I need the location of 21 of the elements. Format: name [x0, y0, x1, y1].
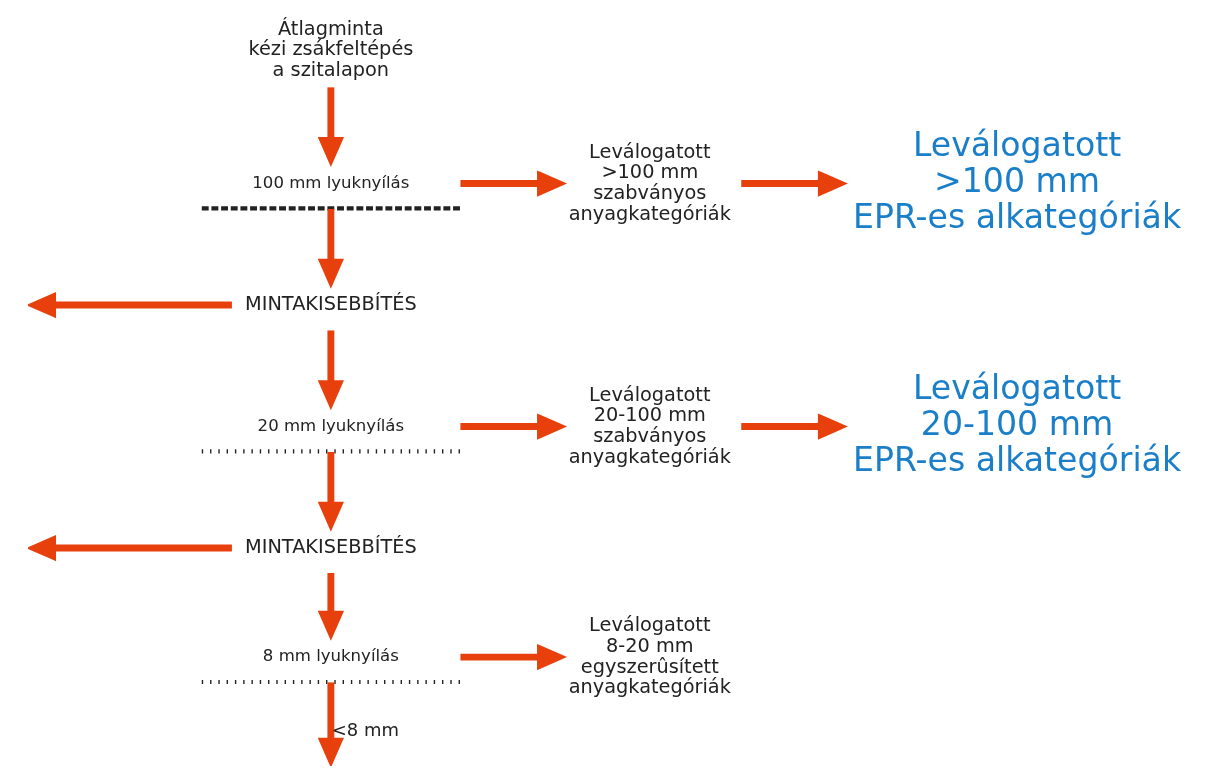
arrow [459, 413, 567, 440]
node-text: Leválogatott 8-20 mm egyszerûsített anyagkategóriák [568, 613, 731, 699]
node-text: 8 mm lyuknyílás [262, 646, 399, 666]
node-text: Leválogatott 20-100 mm EPR-es alkategóriák [852, 368, 1181, 479]
arrow [317, 451, 344, 532]
arrow [740, 413, 848, 440]
node-text: Leválogatott 20-100 mm szabványos anyagkategóriák [568, 382, 731, 468]
node-text: MINTAKISEBBÍTÉS [244, 535, 417, 559]
node-text: Átlagminta kézi zsákfeltépés a szitalapon [247, 16, 413, 82]
arrow [459, 644, 567, 671]
arrow [27, 534, 232, 562]
arrow [459, 170, 567, 197]
node-text: MINTAKISEBBÍTÉS [244, 292, 417, 316]
arrow [27, 291, 232, 319]
node-text: Leválogatott >100 mm EPR-es alkategóriák [852, 125, 1181, 236]
node-text: 100 mm lyuknyílás [251, 172, 409, 192]
node-text: Leválogatott >100 mm szabványos anyagkategóriák [568, 139, 731, 225]
node-text: 20 mm lyuknyílás [257, 415, 404, 435]
arrow [740, 170, 848, 197]
arrow [317, 330, 344, 411]
arrow [317, 208, 344, 289]
